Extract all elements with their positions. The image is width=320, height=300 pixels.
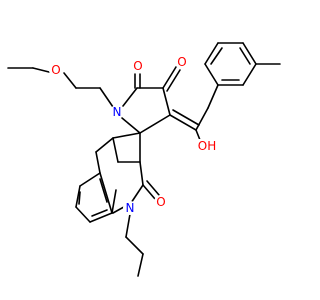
bond-lines [7, 42, 281, 277]
pyrrolidine-carbonyl-oxygen-1: O [131, 59, 145, 73]
bond [130, 184, 144, 204]
atom-text: N [126, 201, 135, 215]
bond [111, 189, 117, 214]
label-background [198, 139, 216, 153]
bond [195, 107, 209, 131]
label-background [175, 55, 189, 69]
bond [75, 206, 91, 223]
bond [121, 117, 141, 134]
bond [95, 151, 101, 174]
bond [204, 63, 219, 86]
bond [112, 132, 141, 139]
pyrrolidine-nitrogen-atom: N [110, 105, 124, 119]
bond [99, 87, 114, 108]
indolinone-nitrogen-atom: N [123, 201, 137, 215]
bond [166, 69, 181, 92]
bond [112, 137, 119, 163]
bond [89, 212, 113, 223]
label-background [154, 195, 168, 209]
bond [210, 47, 223, 65]
bond [142, 184, 156, 200]
bond [79, 172, 101, 187]
bond [207, 84, 219, 109]
pyrrolidine-carbonyl-oxygen-2: O [175, 55, 189, 69]
bond [78, 191, 81, 205]
bond [63, 72, 77, 89]
bond [162, 66, 177, 89]
bond [95, 137, 114, 153]
label-background [123, 201, 137, 215]
bond [91, 209, 108, 217]
label-background [131, 59, 145, 73]
bond [99, 178, 108, 203]
indolinone-carbonyl-oxygen: O [154, 195, 168, 209]
bond [139, 114, 171, 134]
atom-text: O [156, 195, 165, 209]
bond [122, 87, 138, 107]
label-background [110, 105, 124, 119]
bond [242, 63, 257, 86]
label-background [49, 63, 63, 77]
bond [204, 42, 219, 65]
atom-labels: O O O N OH O N [49, 55, 216, 215]
atom-text: O [51, 63, 60, 77]
bond [125, 213, 131, 238]
methoxy-oxygen-atom: O [49, 63, 63, 77]
hydroxyl-group: OH [198, 139, 216, 153]
bond [146, 180, 160, 196]
atom-text: OH [198, 139, 216, 153]
atom-text: N [113, 105, 122, 119]
molecule-structure-diagram: O O O N OH O N [7, 42, 281, 277]
atom-text: O [177, 55, 186, 69]
bond [32, 67, 50, 73]
bond [242, 42, 257, 65]
atom-text: O [133, 59, 142, 73]
bond [125, 236, 144, 255]
bond [137, 253, 144, 277]
bond [99, 172, 113, 214]
bond [169, 114, 197, 131]
bond [172, 109, 200, 126]
bond [139, 161, 144, 186]
bond [195, 129, 201, 141]
bond [162, 87, 171, 116]
bond [239, 47, 251, 65]
bond [75, 185, 81, 208]
